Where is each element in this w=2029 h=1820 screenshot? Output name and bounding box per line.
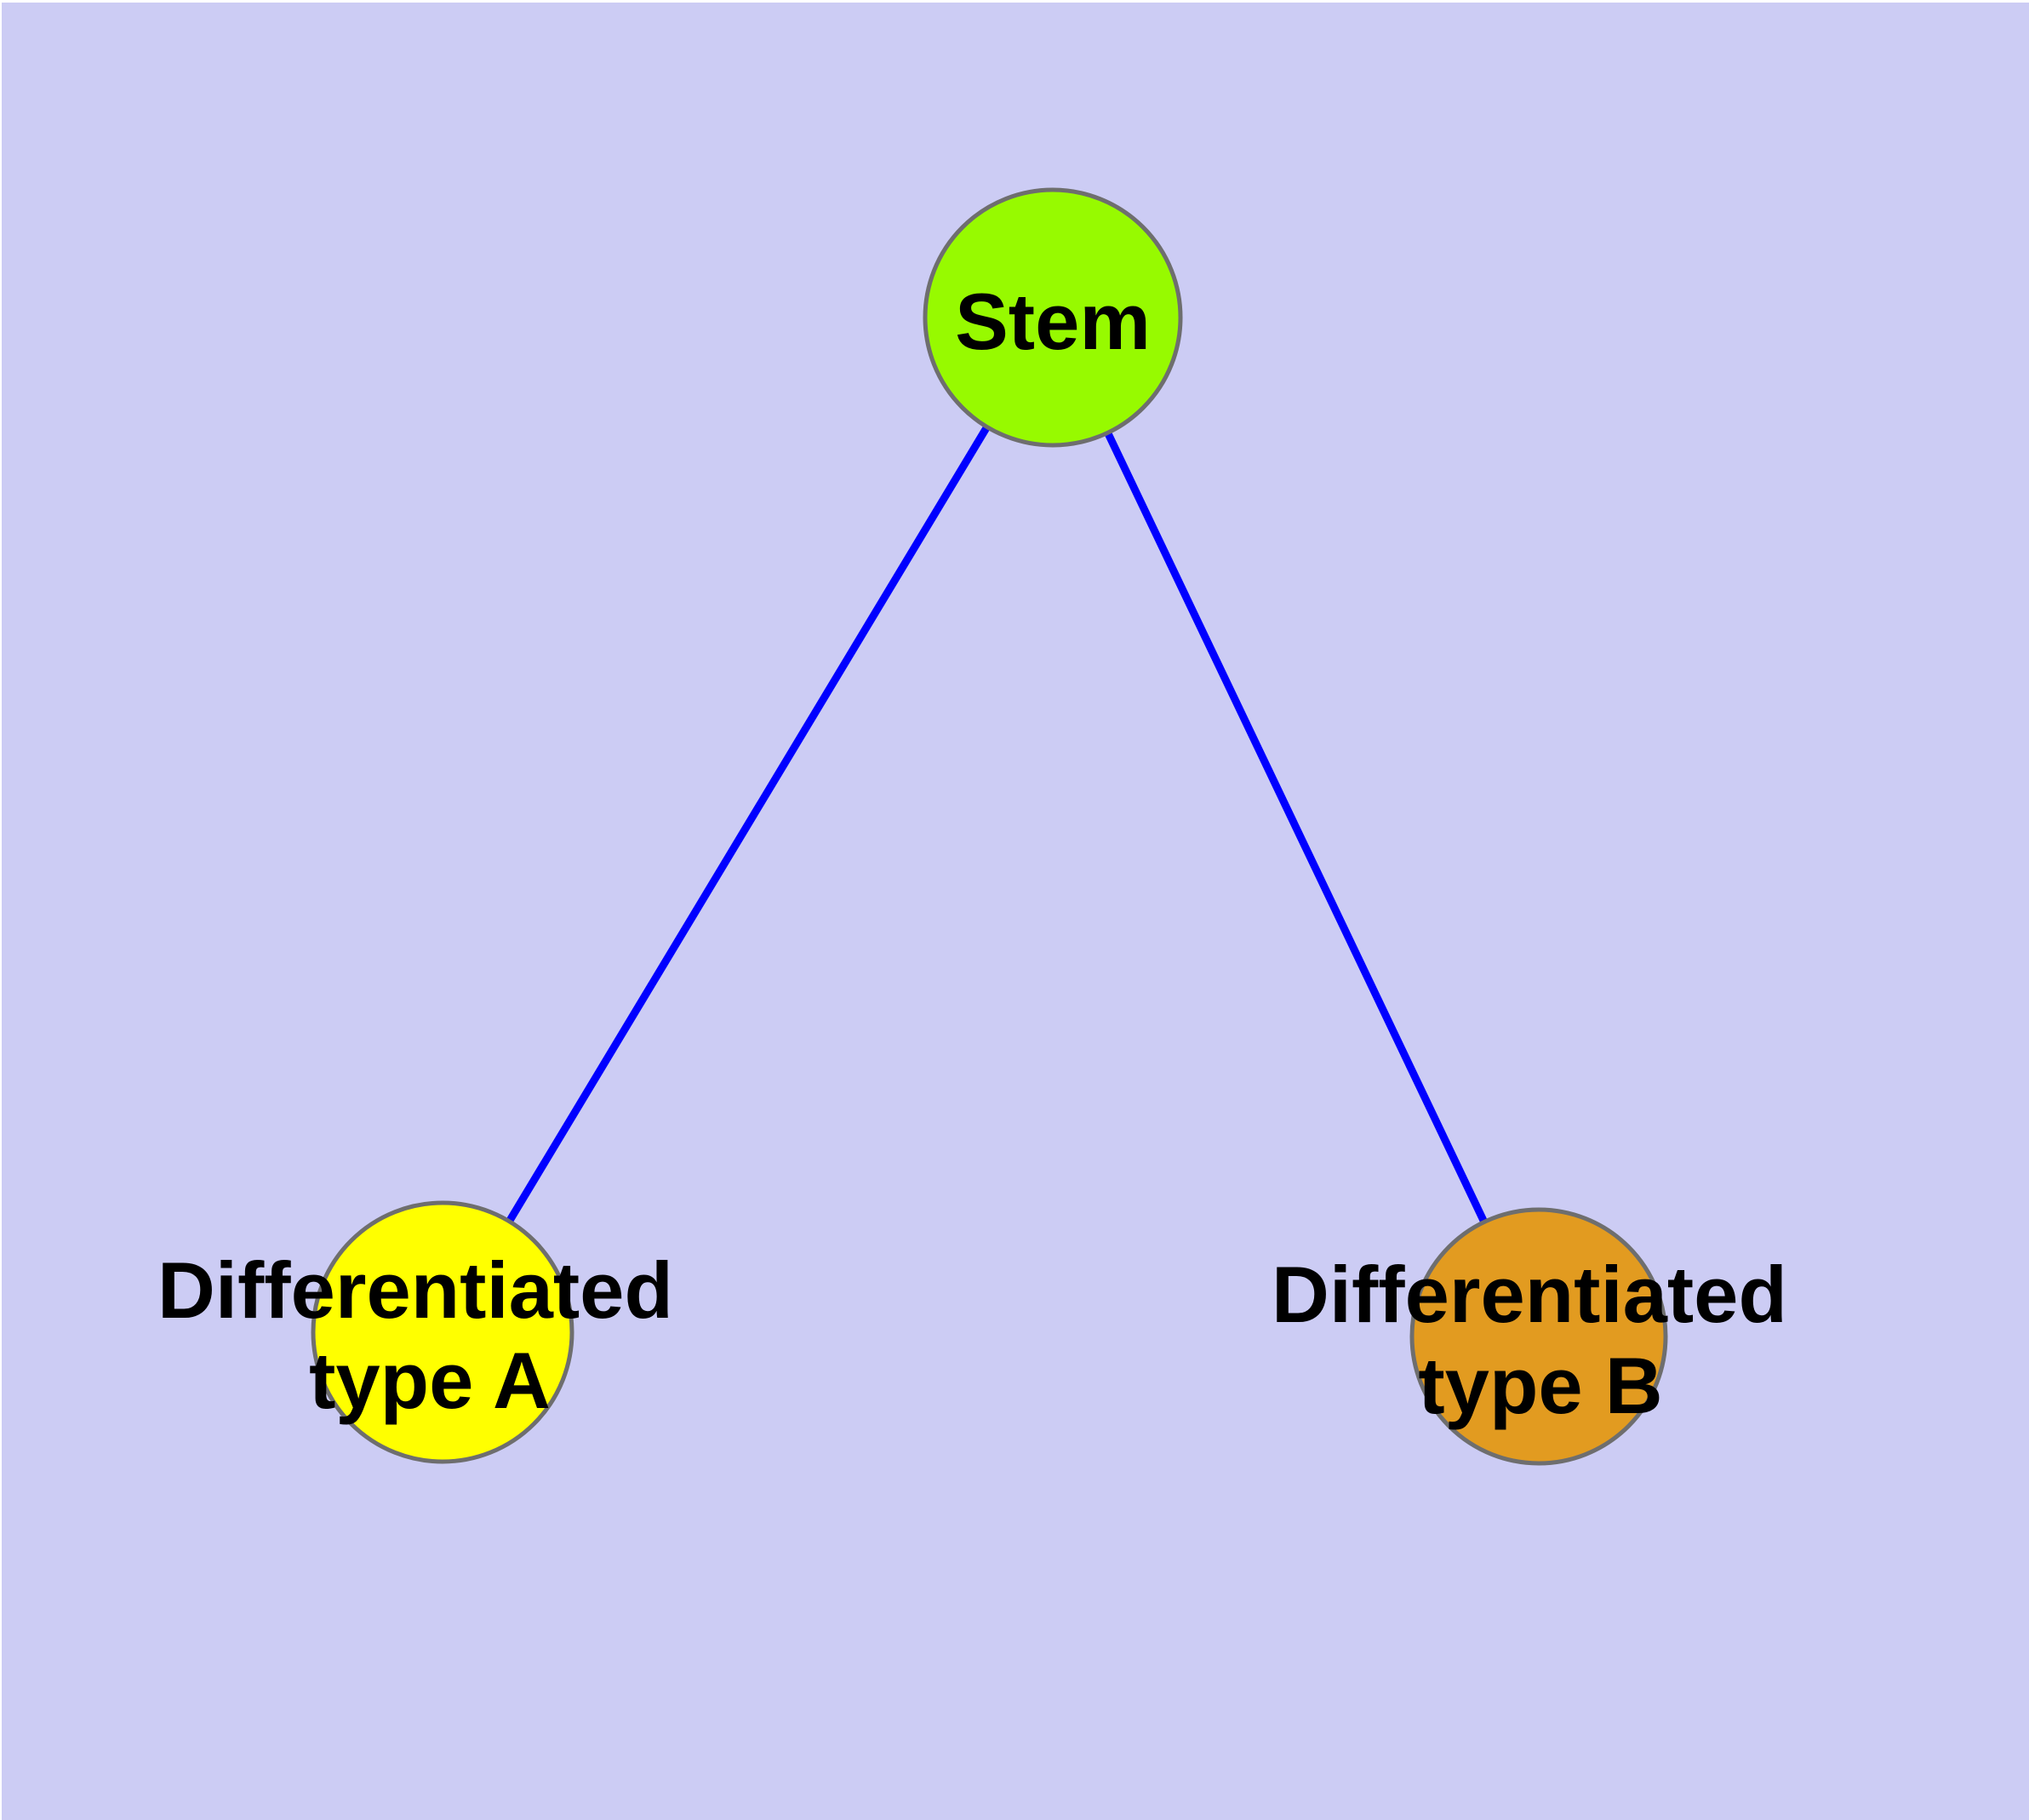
node-type-b-label-line1: Differentiated bbox=[1272, 1250, 1787, 1339]
node-stem-circle bbox=[923, 187, 1183, 448]
edge-stem-to-type-a bbox=[439, 315, 1056, 1335]
node-type-b-label-line2: type B bbox=[1418, 1341, 1662, 1430]
node-type-b-circle bbox=[1409, 1207, 1668, 1466]
node-type-a-label: Differentiated type A bbox=[157, 1245, 695, 1425]
node-type-a-circle bbox=[311, 1200, 574, 1464]
edge-stem-to-type-b bbox=[1049, 316, 1543, 1338]
node-type-b-label: Differentiated type B bbox=[1272, 1250, 1809, 1430]
node-type-a-label-line1: Differentiated bbox=[157, 1245, 673, 1335]
node-stem-label: Stem bbox=[955, 277, 1151, 366]
node-type-a-label-line2: type A bbox=[309, 1336, 551, 1425]
